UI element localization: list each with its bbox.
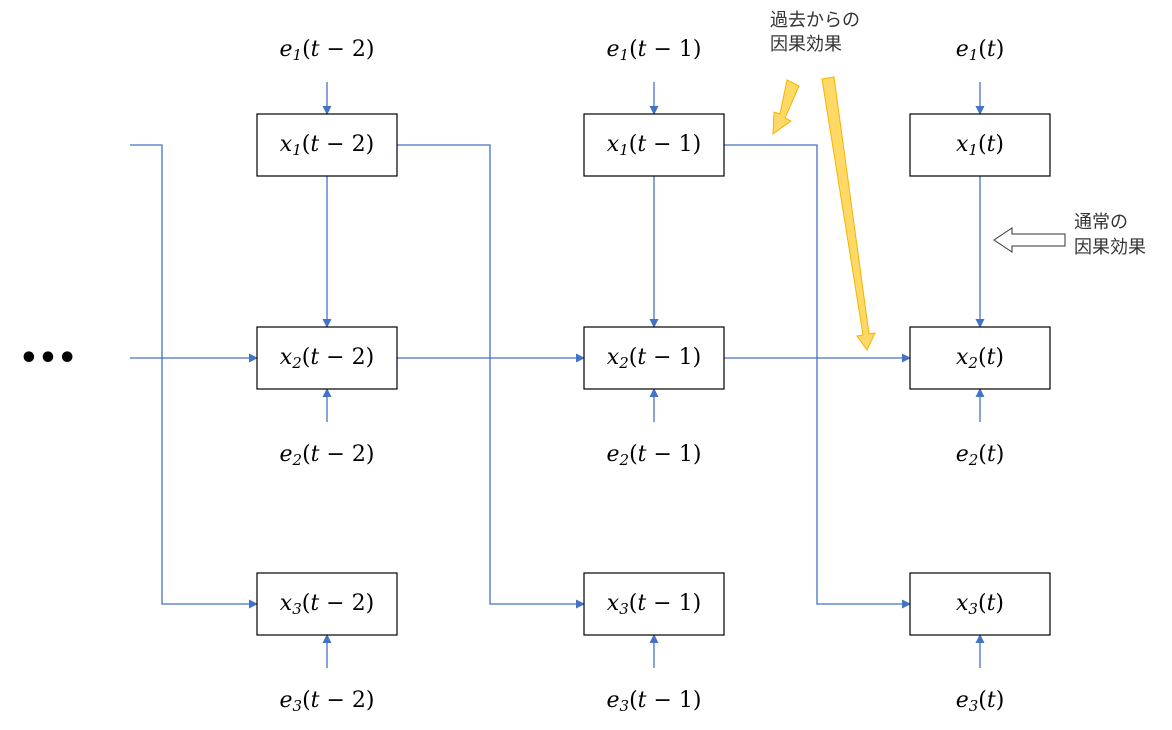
node-label: x1(t − 1) [607,132,701,159]
node-x2-1: x2(t − 1) [583,326,725,390]
noise-e2-0: e2(t − 2) [279,442,374,469]
past-effect-short-arrow-icon [772,79,800,136]
node-x3-1: x3(t − 1) [583,572,725,636]
node-label: x2(t − 2) [280,345,374,372]
node-label: x1(t − 2) [280,132,374,159]
node-label: x2(t) [956,345,1004,372]
causal-links [130,82,985,668]
normal-effect-arrow-icon [993,227,1066,253]
noise-e2-1: e2(t − 1) [606,442,701,469]
noise-e2-2: e2(t) [956,442,1005,469]
node-label: x2(t − 1) [607,345,701,372]
noise-e3-1: e3(t − 1) [606,688,701,715]
noise-e1-2: e1(t) [956,37,1005,64]
node-label: x3(t − 2) [280,591,374,618]
noise-e1-1: e1(t − 1) [606,37,701,64]
normal-effect-annotation-0: 通常の [1074,212,1128,233]
node-x1-1: x1(t − 1) [583,113,725,177]
variable-nodes: x1(t − 2) x2(t − 2) x3(t − 2) x1(t − 1) x2(t… [256,113,1051,636]
node-x1-0: x1(t − 2) [256,113,398,177]
past-effect-annotation-1: 因果効果 [770,34,842,55]
node-x3-2: x3(t) [909,572,1051,636]
node-x1-2: x1(t) [909,113,1051,177]
node-label: x3(t) [956,591,1004,618]
past-effect-annotation-0: 過去からの [770,10,860,31]
noise-e3-2: e3(t) [956,688,1005,715]
noise-e3-0: e3(t − 2) [279,688,374,715]
node-x2-0: x2(t − 2) [256,326,398,390]
node-x3-0: x3(t − 2) [256,572,398,636]
lag-arrow-x1-x3-0 [130,144,258,609]
node-x2-2: x2(t) [909,326,1051,390]
ellipsis-icon: ••• [19,341,77,376]
normal-effect-annotation-1: 因果効果 [1074,237,1146,258]
node-label: x3(t − 1) [607,591,701,618]
noise-e1-0: e1(t − 2) [279,37,374,64]
noise-labels: e1(t − 2) e2(t − 2) e3(t − 2) e1(t − 1) e2(t… [279,37,1004,715]
node-label: x1(t) [956,132,1004,159]
lag-arrow-x1-x3-1 [397,144,585,609]
lag-arrow-x1-x3-2 [724,144,911,609]
past-effect-long-arrow-icon [821,76,876,351]
